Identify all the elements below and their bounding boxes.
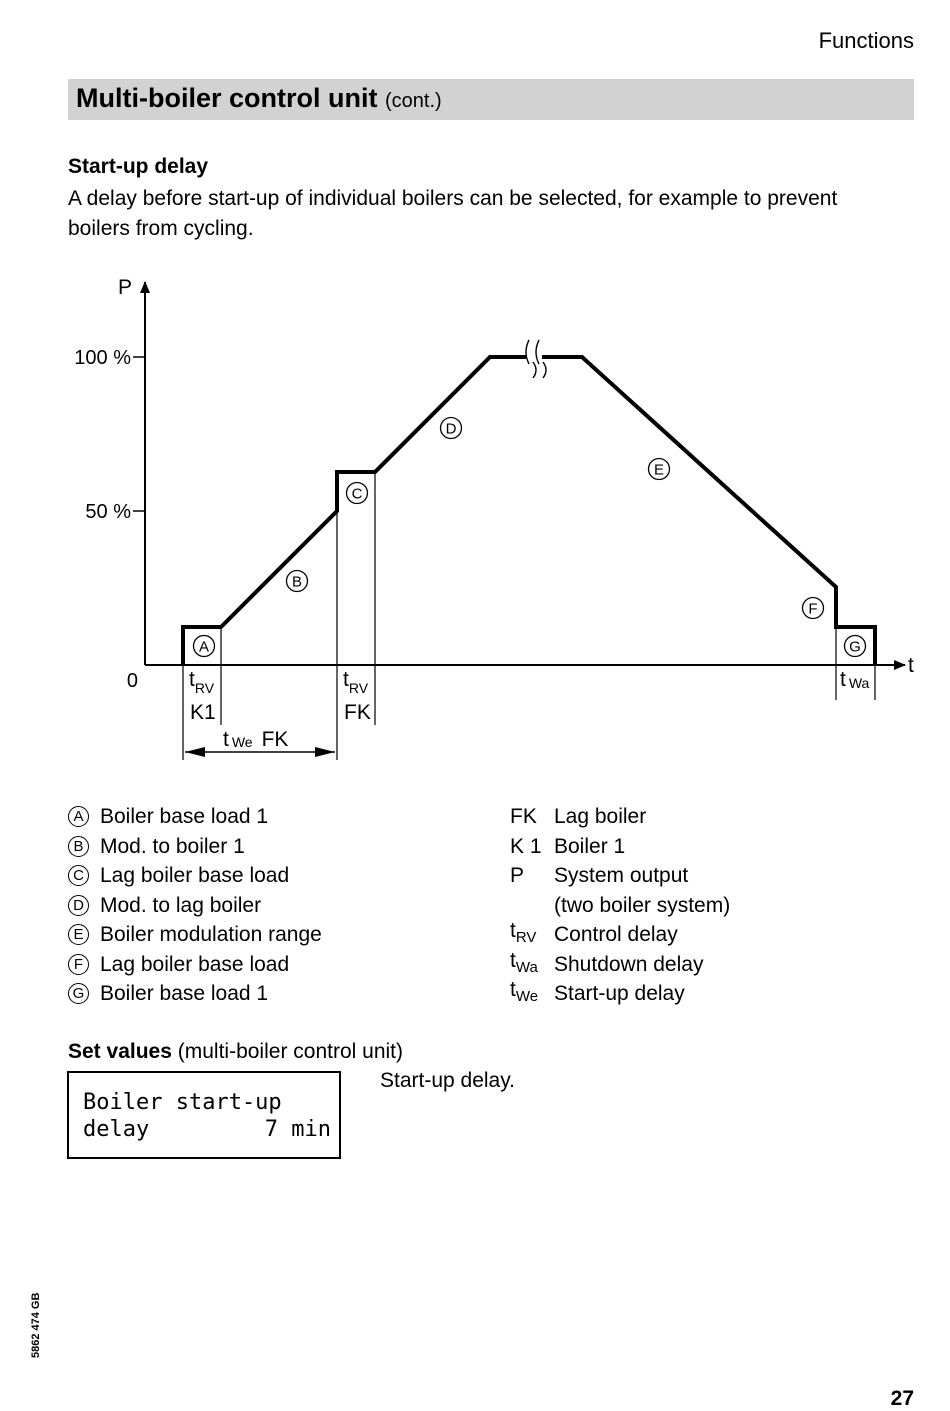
- marker-d: D: [439, 416, 463, 440]
- y-tick-100: 100 %: [74, 347, 131, 369]
- y-tick-50: 50 %: [85, 501, 131, 523]
- display-line-2-label: delay: [83, 1117, 150, 1142]
- marker-b-circle: B: [68, 835, 89, 857]
- marker-g: G: [843, 634, 867, 658]
- marker-a: A: [192, 634, 216, 658]
- output-curve: [181, 355, 877, 665]
- y-tick-0: 0: [127, 670, 138, 692]
- page-title: Multi-boiler control unit (cont.): [76, 83, 442, 113]
- svg-text:E: E: [654, 462, 664, 479]
- marker-b: B: [285, 569, 309, 593]
- display-line-2-value: 7 min: [264, 1117, 331, 1142]
- marker-c-circle: C: [68, 865, 89, 887]
- svg-text:C: C: [352, 486, 363, 503]
- display-box: Boiler start-up delay 7 min: [67, 1071, 341, 1159]
- display-line-1: Boiler start-up: [83, 1090, 282, 1115]
- set-values-heading: Set values (multi-boiler control unit): [68, 1040, 403, 1063]
- section-heading: Start-up delay: [68, 155, 209, 178]
- display-description: Start-up delay.: [380, 1069, 516, 1092]
- marker-a-circle: A: [68, 806, 89, 828]
- y-axis-label: P: [118, 276, 132, 299]
- svg-text:D: D: [446, 421, 457, 438]
- intro-paragraph: A delay before start-up of individual bo…: [68, 187, 838, 240]
- marker-g-circle: G: [68, 983, 89, 1005]
- svg-text:A: A: [199, 639, 209, 656]
- svg-text:G: G: [849, 639, 861, 656]
- legend-abbr-item: (two boiler system): [554, 893, 731, 917]
- marker-f-circle: F: [68, 953, 89, 975]
- marker-d-circle: D: [68, 894, 89, 916]
- marker-e: E: [647, 457, 671, 481]
- k1-label: K1: [190, 701, 216, 724]
- title-cont: (cont.): [384, 90, 442, 112]
- section-label: Functions: [818, 28, 914, 53]
- document-number: 5862 474 GB: [30, 1292, 42, 1358]
- svg-text:F: F: [808, 601, 817, 618]
- title-bar: Multi-boiler control unit (cont.): [68, 79, 914, 120]
- page-number: 27: [890, 1387, 914, 1410]
- t-rv-k1-label: tRV: [189, 668, 215, 696]
- marker-e-circle: E: [68, 924, 89, 946]
- marker-c: C: [345, 481, 369, 505]
- marker-f: F: [801, 596, 825, 620]
- t-rv-fk-label: tRV: [343, 668, 369, 696]
- fk-label: FK: [344, 701, 371, 724]
- x-axis-label: t: [908, 654, 914, 677]
- svg-text:B: B: [292, 574, 302, 591]
- load-diagram: P t 100 % 50 % 0 A B C D E F: [74, 276, 914, 760]
